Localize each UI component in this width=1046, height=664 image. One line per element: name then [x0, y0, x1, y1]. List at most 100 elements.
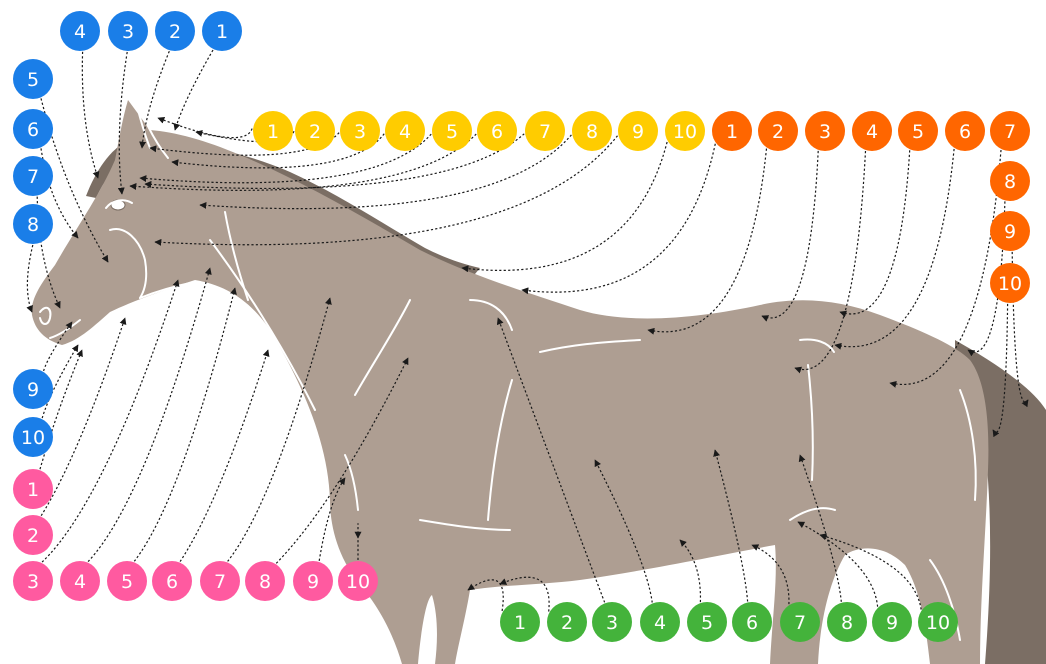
- badge-label-green-3: 3: [606, 612, 618, 634]
- badge-orange-8[interactable]: 8: [990, 161, 1030, 201]
- badge-label-orange-8: 8: [1004, 171, 1016, 193]
- leader-orange-7: [889, 149, 1002, 388]
- badge-circle-blue-7: [13, 156, 53, 196]
- badge-orange-4[interactable]: 4: [852, 111, 892, 151]
- badge-pink-8[interactable]: 8: [245, 561, 285, 601]
- badge-blue-6[interactable]: 6: [13, 109, 53, 149]
- badge-circle-yellow-8: [572, 111, 612, 151]
- badge-label-green-8: 8: [841, 612, 853, 634]
- badge-pink-4[interactable]: 4: [60, 561, 100, 601]
- horse-stifle-line: [789, 507, 836, 521]
- badge-label-orange-1: 1: [726, 121, 738, 143]
- horse-shoulder-blade: [469, 299, 513, 331]
- badge-label-orange-9: 9: [1004, 221, 1016, 243]
- badge-blue-1[interactable]: 1: [202, 11, 242, 51]
- badge-pink-1[interactable]: 1: [13, 469, 53, 509]
- badge-green-9[interactable]: 9: [872, 602, 912, 642]
- badge-green-7[interactable]: 7: [780, 602, 820, 642]
- badge-label-orange-2: 2: [772, 121, 784, 143]
- badge-circle-blue-5: [13, 59, 53, 99]
- badge-pink-9[interactable]: 9: [293, 561, 333, 601]
- badge-circle-green-5: [687, 602, 727, 642]
- badge-label-blue-9: 9: [27, 379, 39, 401]
- badge-green-1[interactable]: 1: [500, 602, 540, 642]
- badge-orange-5[interactable]: 5: [898, 111, 938, 151]
- badge-green-5[interactable]: 5: [687, 602, 727, 642]
- badge-orange-2[interactable]: 2: [758, 111, 798, 151]
- badge-label-yellow-3: 3: [354, 121, 366, 143]
- leader-green-8: [798, 454, 842, 602]
- leader-yellow-6: [129, 133, 477, 191]
- badge-blue-5[interactable]: 5: [13, 59, 53, 99]
- badge-blue-3[interactable]: 3: [108, 11, 148, 51]
- badge-orange-1[interactable]: 1: [712, 111, 752, 151]
- badge-circle-orange-1: [712, 111, 752, 151]
- badge-orange-7[interactable]: 7: [990, 111, 1030, 151]
- badge-green-3[interactable]: 3: [592, 602, 632, 642]
- badge-circle-pink-1: [13, 469, 53, 509]
- badge-yellow-10[interactable]: 10: [665, 111, 705, 151]
- badge-blue-8[interactable]: 8: [13, 204, 53, 244]
- badge-blue-4[interactable]: 4: [60, 11, 100, 51]
- badge-yellow-5[interactable]: 5: [432, 111, 472, 151]
- badge-pink-2[interactable]: 2: [13, 515, 53, 555]
- badge-label-green-6: 6: [746, 612, 758, 634]
- badge-label-green-1: 1: [514, 612, 526, 634]
- leader-green-10: [819, 533, 922, 610]
- badge-blue-7[interactable]: 7: [13, 156, 53, 196]
- badge-label-pink-1: 1: [27, 479, 39, 501]
- badge-label-pink-6: 6: [166, 571, 178, 593]
- horse-flank-line: [807, 364, 814, 481]
- badge-blue-10[interactable]: 10: [13, 417, 53, 457]
- badge-pink-3[interactable]: 3: [13, 561, 53, 601]
- badge-yellow-8[interactable]: 8: [572, 111, 612, 151]
- badge-circle-yellow-1: [253, 111, 293, 151]
- badge-orange-10[interactable]: 10: [990, 263, 1030, 303]
- leader-green-5: [679, 539, 702, 603]
- badge-yellow-7[interactable]: 7: [525, 111, 565, 151]
- badge-pink-6[interactable]: 6: [152, 561, 192, 601]
- badge-circle-blue-9: [13, 369, 53, 409]
- badge-blue-2[interactable]: 2: [155, 11, 195, 51]
- badge-green-6[interactable]: 6: [732, 602, 772, 642]
- badge-circle-green-8: [827, 602, 867, 642]
- badge-orange-9[interactable]: 9: [990, 211, 1030, 251]
- badge-label-green-10: 10: [926, 612, 950, 634]
- badge-yellow-2[interactable]: 2: [295, 111, 335, 151]
- horse-cheek: [109, 228, 148, 299]
- badge-orange-3[interactable]: 3: [805, 111, 845, 151]
- badge-blue-9[interactable]: 9: [13, 369, 53, 409]
- badge-green-2[interactable]: 2: [547, 602, 587, 642]
- badge-yellow-1[interactable]: 1: [253, 111, 293, 151]
- badge-yellow-3[interactable]: 3: [340, 111, 380, 151]
- badge-label-yellow-2: 2: [309, 121, 321, 143]
- badge-yellow-4[interactable]: 4: [385, 111, 425, 151]
- badge-pink-10[interactable]: 10: [338, 561, 378, 601]
- leader-blue-9: [43, 321, 73, 372]
- badge-label-blue-5: 5: [27, 69, 39, 91]
- badge-label-yellow-10: 10: [673, 121, 697, 143]
- badge-circle-blue-10: [13, 417, 53, 457]
- badge-pink-7[interactable]: 7: [200, 561, 240, 601]
- horse-belly-line: [419, 519, 511, 531]
- badge-yellow-9[interactable]: 9: [618, 111, 658, 151]
- badge-label-blue-6: 6: [27, 119, 39, 141]
- badge-circle-pink-7: [200, 561, 240, 601]
- badge-pink-5[interactable]: 5: [107, 561, 147, 601]
- leader-yellow-10: [461, 141, 668, 273]
- badge-green-8[interactable]: 8: [827, 602, 867, 642]
- badge-label-green-7: 7: [794, 612, 806, 634]
- leader-blue-10: [41, 344, 79, 419]
- leader-orange-2: [647, 148, 768, 335]
- badge-orange-6[interactable]: 6: [945, 111, 985, 151]
- badge-green-10[interactable]: 10: [918, 602, 958, 642]
- badge-label-blue-3: 3: [122, 21, 134, 43]
- badge-circle-blue-1: [202, 11, 242, 51]
- badge-yellow-6[interactable]: 6: [477, 111, 517, 151]
- badge-circle-green-7: [780, 602, 820, 642]
- badge-green-4[interactable]: 4: [640, 602, 680, 642]
- leader-yellow-7: [144, 133, 525, 189]
- badge-circle-pink-4: [60, 561, 100, 601]
- horse-eye-lid: [105, 199, 133, 209]
